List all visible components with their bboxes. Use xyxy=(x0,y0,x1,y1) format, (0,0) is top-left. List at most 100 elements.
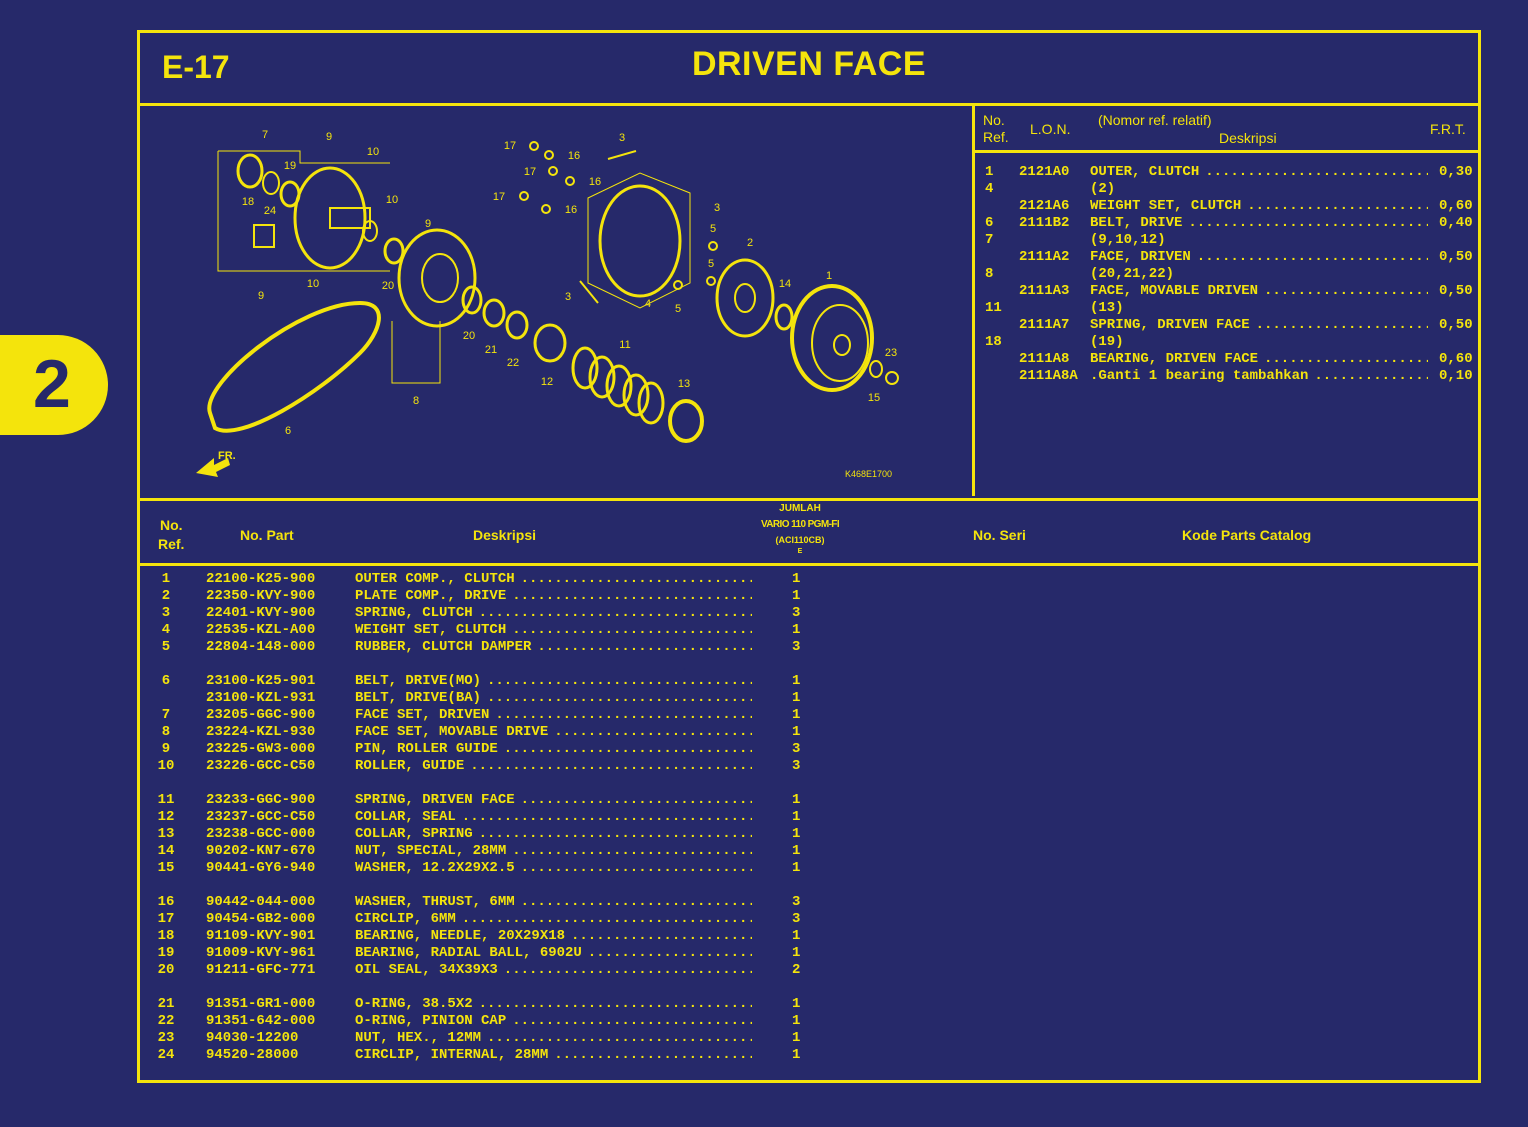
ref: 7 xyxy=(985,232,994,248)
description: FACE, MOVABLE DRIVEN xyxy=(1090,283,1259,299)
quantity: 2 xyxy=(792,962,801,978)
part-number[interactable]: 22401-KVY-900 xyxy=(206,605,316,621)
ref: 13 xyxy=(157,826,175,842)
part-number[interactable]: 22804-148-000 xyxy=(206,639,316,655)
description: WASHER, THRUST, 6MM xyxy=(355,894,515,910)
part-number[interactable]: 90202-KN7-670 xyxy=(206,843,316,859)
frt-value: 0,60 xyxy=(1439,351,1473,367)
callout-3: 3 xyxy=(619,132,625,144)
description: SPRING, CLUTCH xyxy=(355,605,473,621)
page-header: E-17 DRIVEN FACE xyxy=(140,33,1478,106)
callout-21: 21 xyxy=(485,344,497,356)
section-tab[interactable]: 2 xyxy=(0,335,108,435)
leader-dots: ........................................… xyxy=(478,996,752,1012)
callout-18: 18 xyxy=(242,196,254,208)
lon: 2111A8 xyxy=(1019,351,1070,367)
part-number[interactable]: 90441-GY6-940 xyxy=(206,860,316,876)
callout-23: 23 xyxy=(885,347,897,359)
part-number[interactable]: 22100-K25-900 xyxy=(206,571,316,587)
parts-table-header: No. Ref. No. Part Deskripsi JUMLAH VARIO… xyxy=(140,498,1478,566)
part-number[interactable]: 23205-GGC-900 xyxy=(206,707,316,723)
ref: 18 xyxy=(985,334,1002,350)
part-number[interactable]: 94030-12200 xyxy=(206,1030,299,1046)
description: (19) xyxy=(1090,334,1124,350)
frt-value: 0,50 xyxy=(1439,283,1473,299)
ref: 8 xyxy=(985,266,994,282)
description: SPRING, DRIVEN FACE xyxy=(355,792,515,808)
ref: 8 xyxy=(161,724,171,740)
callout-4: 4 xyxy=(645,298,651,310)
callout-22: 22 xyxy=(507,357,519,369)
frt-row: 11(13) xyxy=(975,300,1478,317)
col-no-ref-2: Ref. xyxy=(983,129,1009,145)
part-number[interactable]: 22535-KZL-A00 xyxy=(206,622,316,638)
ref: 6 xyxy=(161,673,171,689)
callout-19: 19 xyxy=(284,160,296,172)
part-number[interactable]: 90454-GB2-000 xyxy=(206,911,316,927)
callout-1: 1 xyxy=(826,270,832,282)
leader-dots: ........................................… xyxy=(1255,317,1428,333)
leader-dots: ........................................… xyxy=(503,962,752,978)
part-number[interactable]: 22350-KVY-900 xyxy=(206,588,316,604)
lon: 2121A0 xyxy=(1019,164,1070,180)
part-number[interactable]: 23224-KZL-930 xyxy=(206,724,316,740)
part-number[interactable]: 23225-GW3-000 xyxy=(206,741,316,757)
part-number[interactable]: 91211-GFC-771 xyxy=(206,962,316,978)
callout-20: 20 xyxy=(382,280,394,292)
leader-dots: ........................................… xyxy=(571,928,752,944)
part-number[interactable]: 23238-GCC-000 xyxy=(206,826,316,842)
description: BELT, DRIVE xyxy=(1090,215,1183,231)
ref: 5 xyxy=(161,639,171,655)
part-number[interactable]: 91109-KVY-901 xyxy=(206,928,316,944)
leader-dots: ........................................… xyxy=(478,605,752,621)
ref: 12 xyxy=(157,809,175,825)
part-number[interactable]: 91351-GR1-000 xyxy=(206,996,316,1012)
col-qty-1: JUMLAH xyxy=(779,503,821,514)
frt-row: 4(2) xyxy=(975,181,1478,198)
leader-dots: ........................................… xyxy=(587,945,752,961)
col-lon: L.O.N. xyxy=(1030,121,1071,137)
leader-dots: ........................................… xyxy=(512,622,752,638)
part-number[interactable]: 23226-GCC-C50 xyxy=(206,758,316,774)
quantity: 3 xyxy=(792,639,801,655)
callout-15: 15 xyxy=(868,392,880,404)
ref: 1 xyxy=(985,164,994,180)
part-number[interactable]: 23237-GCC-C50 xyxy=(206,809,316,825)
callout-3: 3 xyxy=(565,291,571,303)
frt-value: 0,50 xyxy=(1439,249,1473,265)
ref: 4 xyxy=(985,181,994,197)
col-catalog: Kode Parts Catalog xyxy=(1182,527,1312,543)
lon: 2111A2 xyxy=(1019,249,1070,265)
leader-dots: ........................................… xyxy=(1196,249,1428,265)
part-number[interactable]: 23100-KZL-931 xyxy=(206,690,316,706)
part-number[interactable]: 91009-KVY-961 xyxy=(206,945,316,961)
frt-row: 8(20,21,22) xyxy=(975,266,1478,283)
leader-dots: ........................................… xyxy=(461,911,752,927)
callout-17: 17 xyxy=(524,166,536,178)
callout-16: 16 xyxy=(589,176,601,188)
callout-17: 17 xyxy=(493,191,505,203)
ref: 1 xyxy=(161,571,171,587)
part-number[interactable]: 91351-642-000 xyxy=(206,1013,316,1029)
part-number[interactable]: 94520-28000 xyxy=(206,1047,299,1063)
description: PIN, ROLLER GUIDE xyxy=(355,741,498,757)
ref: 23 xyxy=(157,1030,175,1046)
part-number[interactable]: 90442-044-000 xyxy=(206,894,316,910)
description: (13) xyxy=(1090,300,1124,316)
part-number[interactable]: 23100-K25-901 xyxy=(206,673,316,689)
callout-7: 7 xyxy=(262,129,268,141)
parts-catalog-page: E-17 DRIVEN FACE xyxy=(137,30,1481,1083)
description: WASHER, 12.2X29X2.5 xyxy=(355,860,515,876)
frt-row: 18 (19) xyxy=(975,334,1478,351)
ref: 9 xyxy=(161,741,171,757)
quantity: 1 xyxy=(792,690,801,706)
part-number[interactable]: 23233-GGC-900 xyxy=(206,792,316,808)
description: BEARING, RADIAL BALL, 6902U xyxy=(355,945,582,961)
